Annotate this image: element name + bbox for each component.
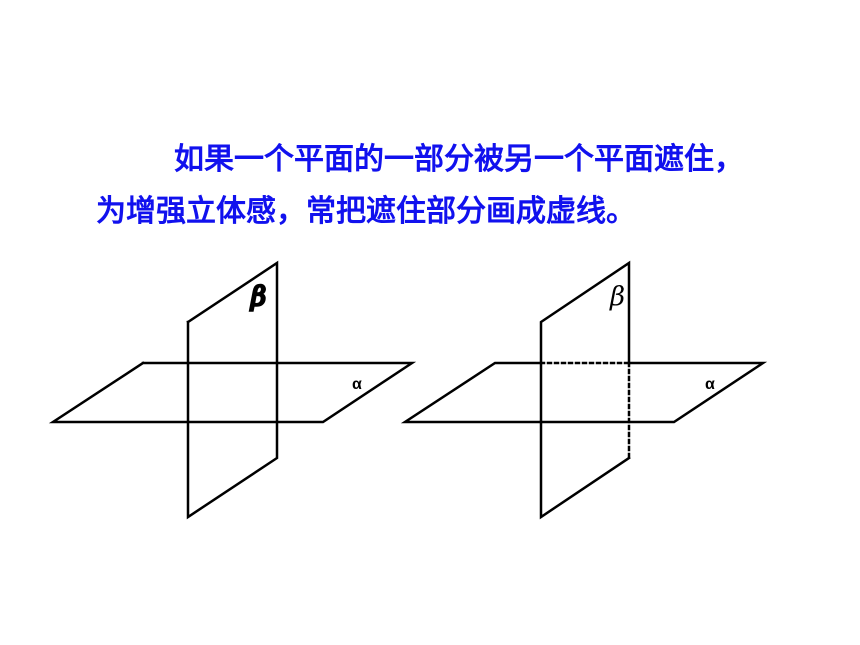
plane-beta-left — [186, 260, 279, 520]
plane-beta-right-bottom — [539, 420, 631, 520]
plane-beta-right-top — [539, 260, 631, 424]
figure-dotted: β α — [400, 260, 768, 520]
plane-alpha-left — [48, 361, 417, 424]
beta-label-right: β — [609, 282, 625, 312]
caption: 如果一个平面的一部分被另一个平面遮住， 为增强立体感，常把遮住部分画成虚线。 — [96, 134, 816, 238]
figure-solid: β α — [48, 260, 417, 520]
beta-label-left: β — [250, 282, 266, 312]
alpha-label-right: α — [705, 376, 715, 393]
caption-line-2: 为增强立体感，常把遮住部分画成虚线。 — [96, 194, 636, 229]
plane-alpha-right — [400, 361, 768, 424]
caption-line-1: 如果一个平面的一部分被另一个平面遮住， — [174, 142, 744, 177]
alpha-label-left: α — [352, 376, 362, 393]
